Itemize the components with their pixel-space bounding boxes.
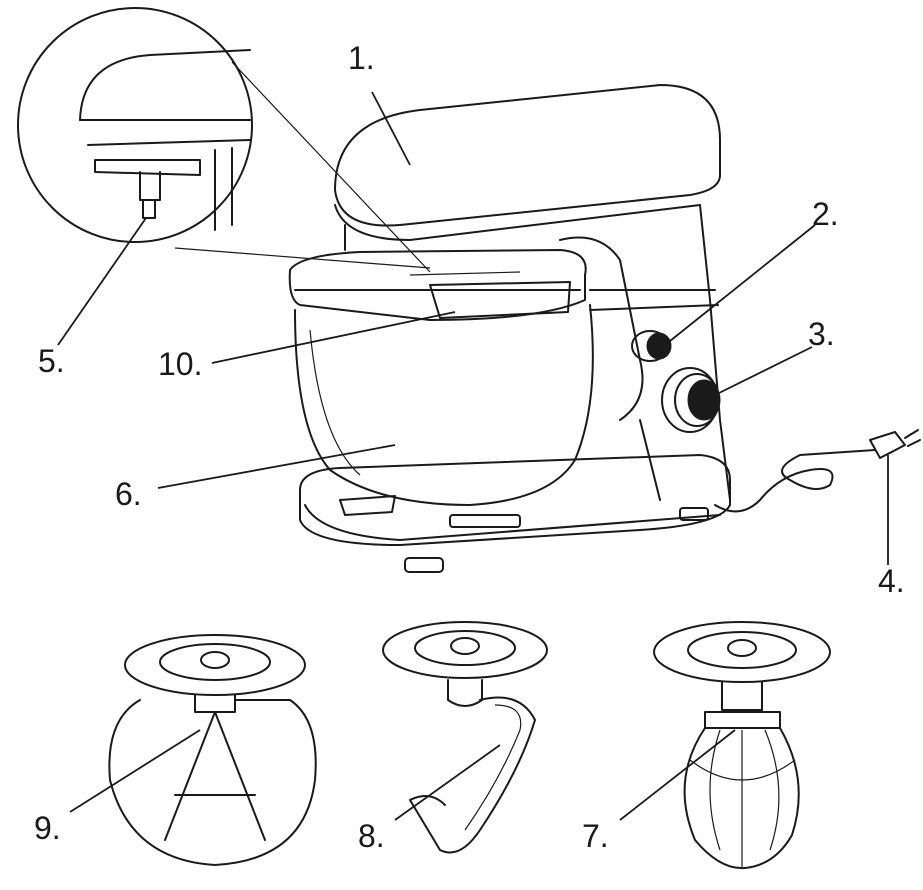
power-cord <box>714 429 921 513</box>
mixer-body-column <box>559 204 731 501</box>
callout-5: 5. <box>38 343 65 379</box>
callout-7: 7. <box>582 818 609 854</box>
splash-guard <box>288 249 587 321</box>
callout-6: 6. <box>115 476 142 512</box>
leader-9 <box>69 729 201 813</box>
callout-9: 9. <box>34 810 61 846</box>
callout-8: 8. <box>358 818 385 854</box>
leader-10 <box>211 311 456 364</box>
mixing-bowl <box>294 304 594 506</box>
leader-3 <box>714 346 813 396</box>
zoom-detail-circle <box>17 7 431 273</box>
leader-8 <box>394 744 501 821</box>
flat-beater-attachment <box>108 634 317 866</box>
dough-hook-attachment <box>382 621 548 854</box>
callout-1: 1. <box>348 40 375 76</box>
leader-7 <box>619 729 736 821</box>
mixer-head <box>334 84 721 251</box>
callout-3: 3. <box>808 316 835 352</box>
callout-10: 10. <box>158 346 203 382</box>
leader-6 <box>157 444 396 489</box>
callout-4: 4. <box>878 563 905 599</box>
leader-1 <box>371 91 411 166</box>
mixer-base <box>299 454 731 573</box>
leader-2 <box>664 224 816 346</box>
speed-knobs <box>631 330 721 433</box>
whisk-attachment <box>653 621 831 870</box>
leader-lines <box>57 91 889 821</box>
callout-2: 2. <box>812 196 839 232</box>
leader-5 <box>57 217 147 346</box>
